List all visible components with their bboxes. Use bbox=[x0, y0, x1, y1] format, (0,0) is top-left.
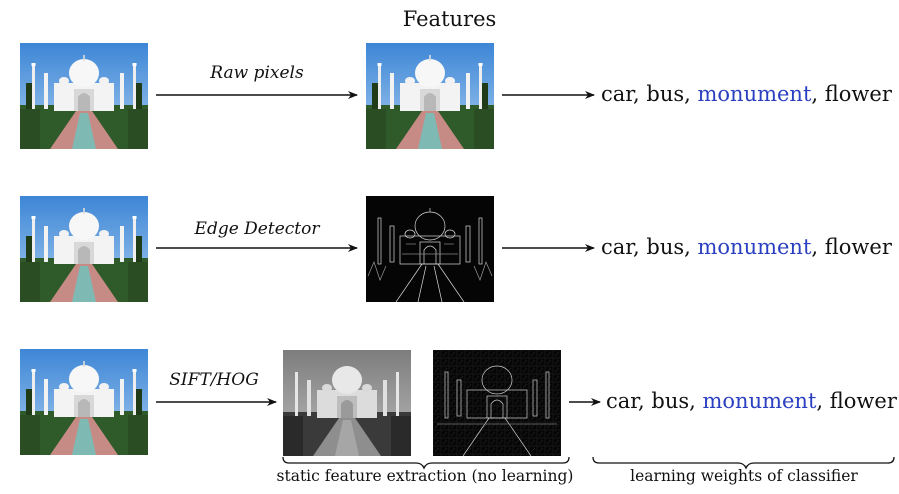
class-separator: , bbox=[633, 235, 647, 259]
caption-static-feature-extraction: static feature extraction (no learning) bbox=[276, 467, 574, 485]
class-label-flower: flower bbox=[824, 82, 892, 106]
class-separator: , bbox=[684, 82, 698, 106]
class-list: car, bus, monument, flower bbox=[601, 82, 892, 106]
class-separator: , bbox=[633, 82, 647, 106]
class-separator: , bbox=[638, 389, 652, 413]
class-separator: , bbox=[684, 235, 698, 259]
class-label-car: car bbox=[601, 82, 634, 106]
class-list: car, bus, monument, flower bbox=[606, 389, 897, 413]
class-separator: , bbox=[816, 389, 830, 413]
diagram-title: Features bbox=[402, 7, 497, 31]
method-label-sift-hog: SIFT/HOG bbox=[169, 370, 259, 390]
caption-learning-weights: learning weights of classifier bbox=[630, 467, 858, 485]
class-label-flower: flower bbox=[829, 389, 897, 413]
class-label-monument: monument bbox=[697, 235, 812, 259]
method-label-raw-pixels: Raw pixels bbox=[210, 63, 304, 83]
brace-learning-weights bbox=[592, 456, 895, 470]
class-label-bus: bus bbox=[651, 389, 690, 413]
class-list: car, bus, monument, flower bbox=[601, 235, 892, 259]
class-label-car: car bbox=[606, 389, 639, 413]
class-label-monument: monument bbox=[702, 389, 817, 413]
class-label-car: car bbox=[601, 235, 634, 259]
class-separator: , bbox=[811, 235, 825, 259]
class-label-bus: bus bbox=[646, 82, 685, 106]
method-label-edge-detector: Edge Detector bbox=[194, 219, 320, 239]
brace-static-extraction bbox=[282, 456, 570, 470]
class-label-flower: flower bbox=[824, 235, 892, 259]
class-separator: , bbox=[689, 389, 703, 413]
class-label-bus: bus bbox=[646, 235, 685, 259]
class-separator: , bbox=[811, 82, 825, 106]
class-label-monument: monument bbox=[697, 82, 812, 106]
